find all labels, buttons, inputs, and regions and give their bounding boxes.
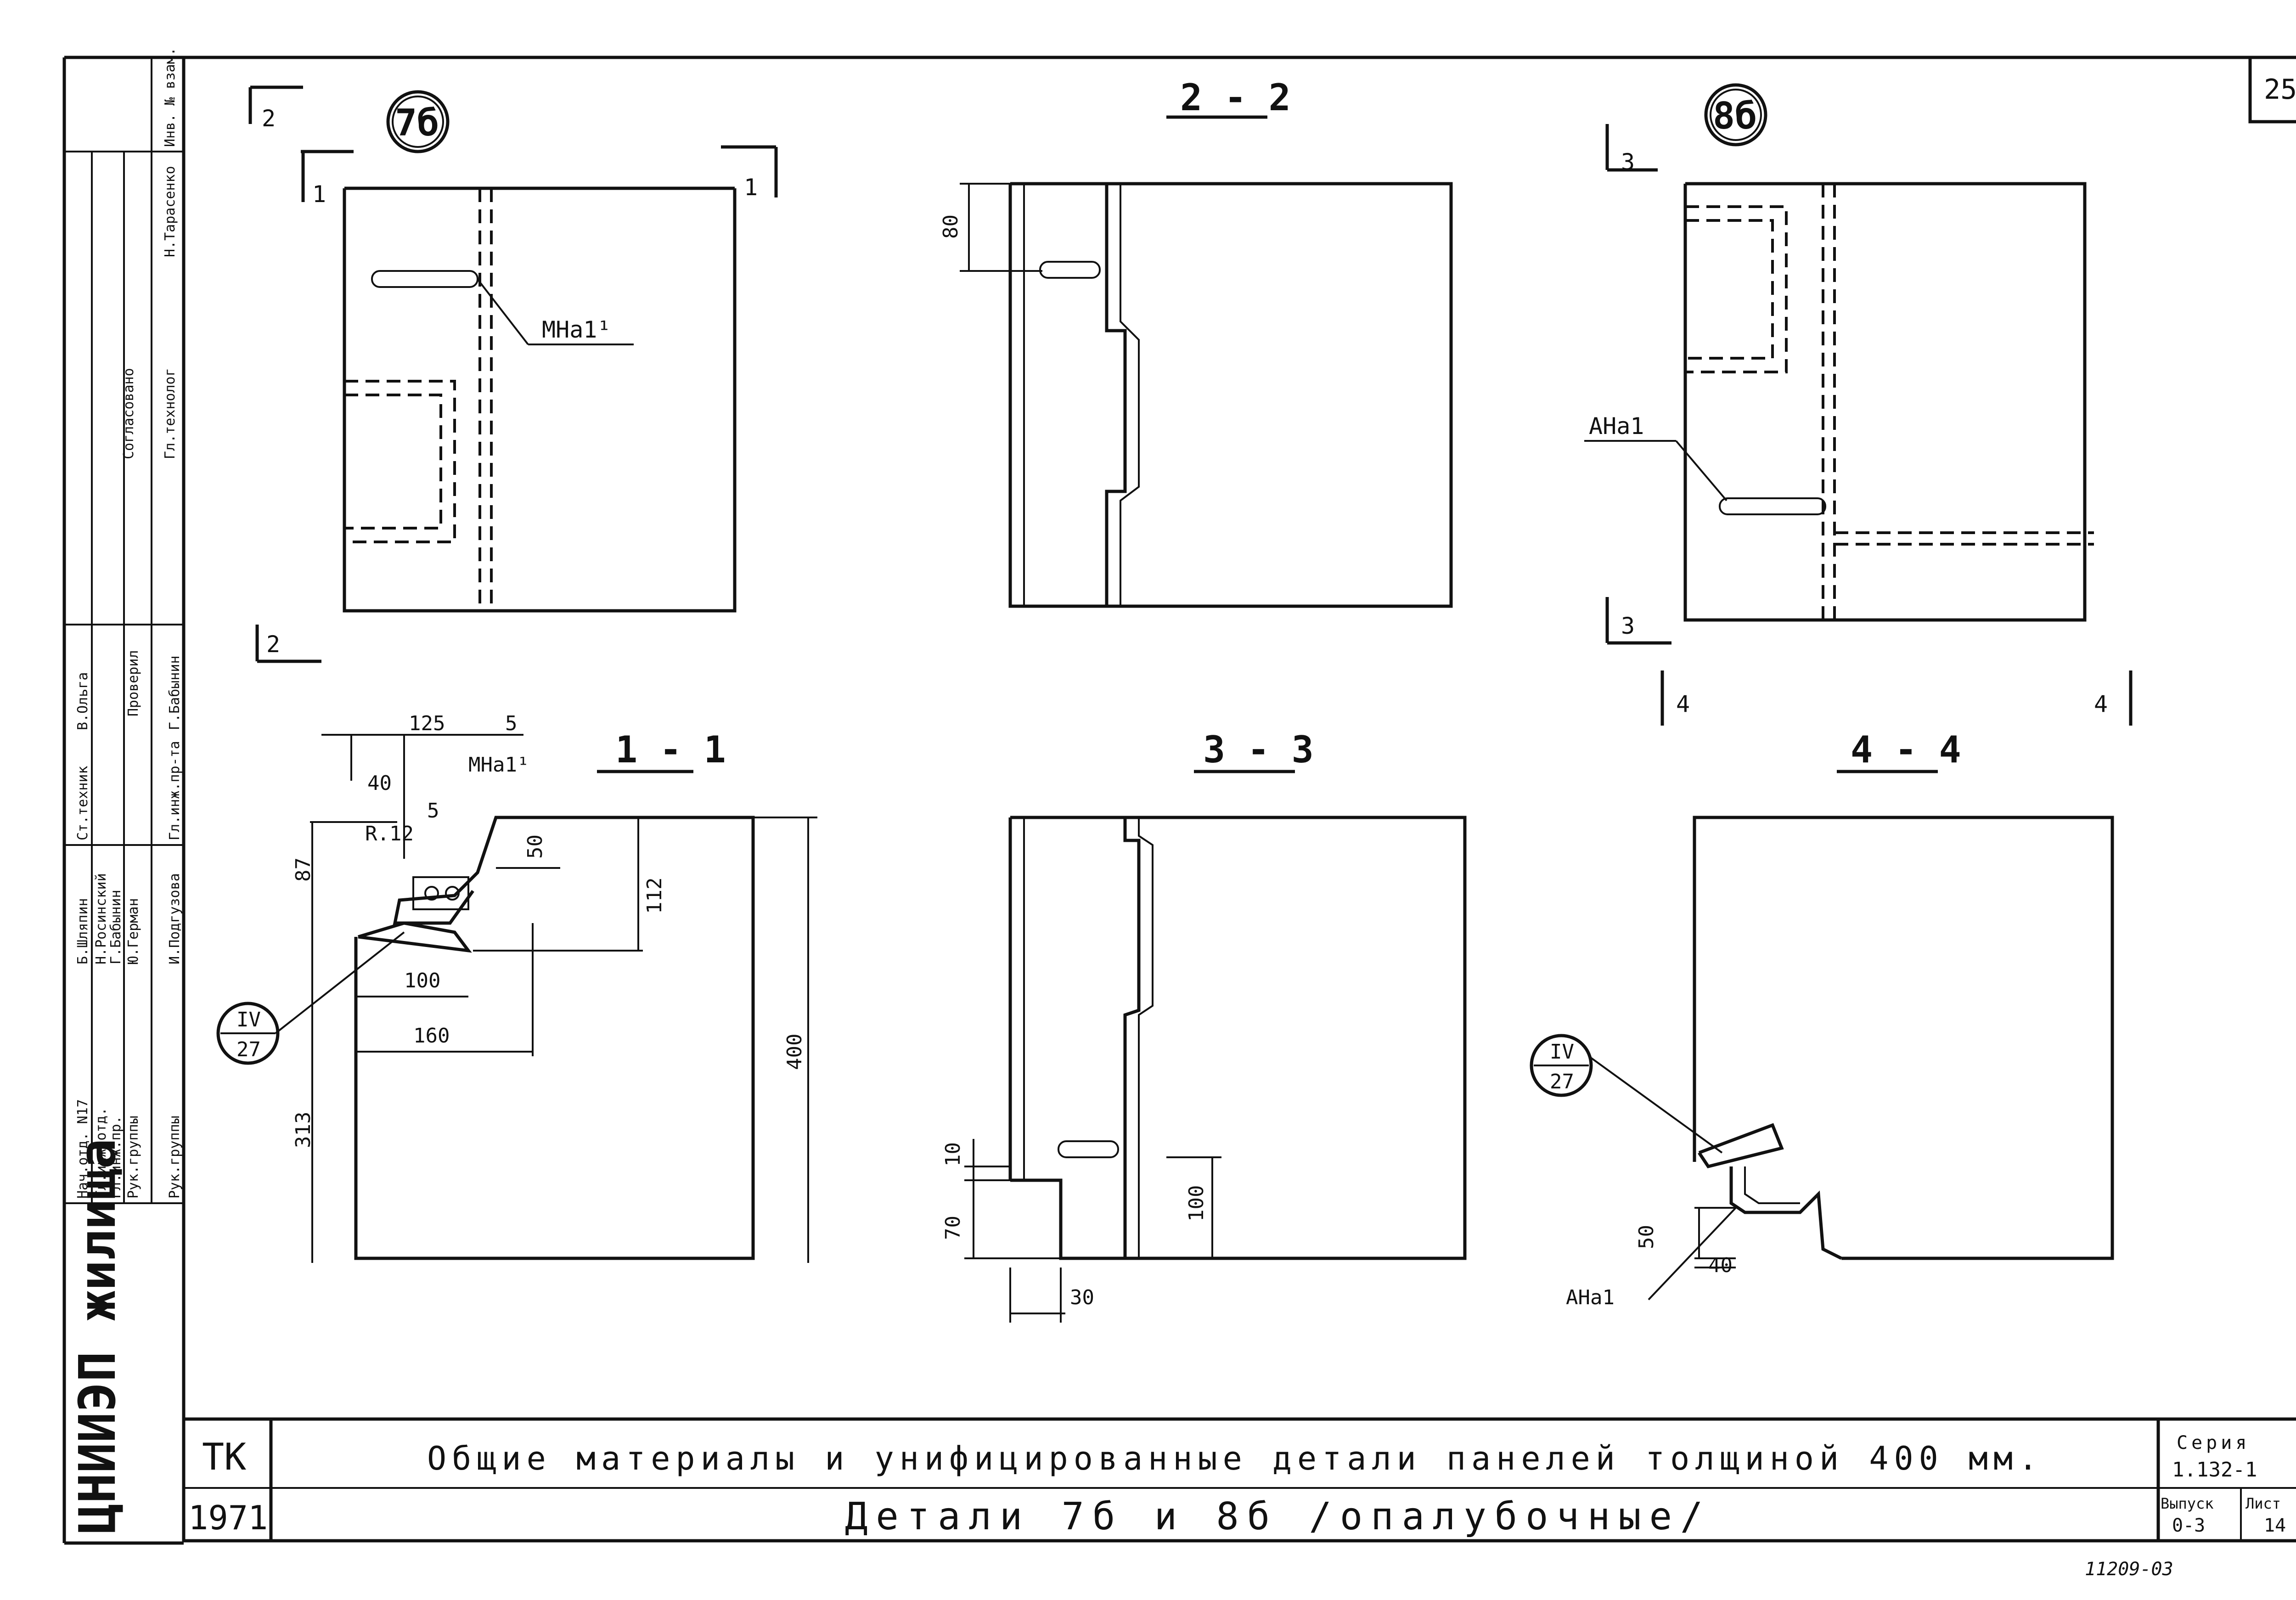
mark-mna-7b: МНа1¹ [542, 316, 611, 343]
dim-5a: 5 [505, 712, 518, 735]
detail-7b-elevation: МНа1¹ [343, 186, 737, 613]
mark-mna-11: МНа1¹ [468, 753, 529, 777]
section-2-2-drawing: 80 [939, 182, 1453, 608]
bottom-note: 11209-03 [2085, 1559, 2173, 1580]
ref-circle-44 [1530, 1034, 1593, 1097]
stamp-inv-label: Инв. № взам. [162, 47, 178, 147]
section-3-3-drawing: 10 70 30 100 [941, 816, 1467, 1323]
stamp-role-2: Гл.инж.отд. [93, 1107, 109, 1199]
dim-50b: 50 [1635, 1225, 1658, 1249]
cut-mark-2-bottom: 2 [266, 631, 280, 658]
cut-mark-1-left: 1 [312, 181, 326, 208]
dim-50: 50 [523, 834, 547, 859]
stamp-role-5: Рук.группы [167, 1115, 183, 1199]
stamp-checked-name-1: В.Ольга [75, 672, 91, 730]
dim-70: 70 [941, 1216, 965, 1240]
stamp-name-1: Б.Шляпин [75, 898, 91, 965]
series-label: Серия [2177, 1432, 2250, 1454]
cut-mark-4-left: 4 [1676, 691, 1690, 717]
sheet-code: ТК [202, 1436, 246, 1478]
detail-7b-label: 7б [395, 101, 439, 144]
stamp-name-2: Н.Росинский [93, 873, 109, 964]
stamp-checked-role-2: Гл.инж.пр-та [167, 741, 183, 840]
stamp-role-3: Гл.инж.пр. [108, 1115, 124, 1199]
cut-mark-3-bottom: 3 [1621, 613, 1635, 639]
stamp-role-4: Рук.группы [125, 1115, 141, 1199]
dim-5b: 5 [427, 799, 439, 823]
dim-125: 125 [409, 712, 445, 735]
series-value: 1.132-1 [2172, 1458, 2257, 1482]
sheet-title-sub: Детали 7б и 8б /опалубочные/ [845, 1495, 1711, 1538]
dim-40b: 40 [1708, 1254, 1733, 1277]
dim-30: 30 [1070, 1286, 1094, 1309]
section-1-1-drawing: 125 5 40 МНа1¹ 5 R.12 87 313 50 112 100 … [292, 712, 817, 1263]
issue-label: Выпуск [2161, 1495, 2214, 1512]
mark-ana-44: АНа1 [1566, 1286, 1615, 1309]
stamp-agreed-label: Согласовано [121, 368, 137, 459]
section-3-3-title: 3 - 3 [1203, 728, 1314, 771]
cut-mark-4-right: 4 [2094, 691, 2108, 717]
sheet-label: Лист [2245, 1495, 2281, 1512]
section-4-4-title: 4 - 4 [1851, 728, 1961, 771]
section-1-1-title: 1 - 1 [615, 728, 726, 771]
ref-11-bottom: 27 [236, 1038, 261, 1061]
dim-40: 40 [367, 772, 392, 795]
sheet-frame [182, 56, 2296, 1543]
section-2-2-title: 2 - 2 [1180, 76, 1291, 119]
detail-8b-elevation: АНа1 [1584, 182, 2094, 622]
stamp-checked-role-1: Ст.техник [75, 766, 91, 840]
stamp-names: Б.Шляпин Н.Росинский Г.Бабынин Ю.Герман … [75, 873, 183, 964]
sheet-title-main: Общие материалы и унифицированные детали… [427, 1440, 2043, 1477]
page-number-box [2248, 56, 2296, 124]
stamp-agreed-role-1: Гл.технолог [162, 368, 178, 459]
dim-87: 87 [292, 857, 315, 882]
cut-mark-3-top: 3 [1621, 149, 1635, 175]
dim-160: 160 [413, 1024, 450, 1048]
stamp-role-1: Нач.отд. N17 [75, 1099, 91, 1199]
detail-8b-circle [1704, 83, 1767, 146]
page-number: 25 [2264, 73, 2296, 106]
sheet-year: 1971 [188, 1499, 268, 1537]
dim-10: 10 [941, 1142, 965, 1166]
cut-mark-1-right: 1 [744, 174, 758, 201]
section-4-4-drawing: 50 40 АНа1 [1566, 816, 2114, 1309]
stamp-checked-label: Проверил [125, 650, 141, 717]
issue-value: 0-3 [2172, 1515, 2205, 1536]
stamp-roles: Нач.отд. N17 Гл.инж.отд. Гл.инж.пр. Рук.… [75, 1099, 183, 1199]
org-logo: ЦНИИЭП жилища [68, 1138, 127, 1534]
ref-11-top: IV [236, 1008, 261, 1031]
mark-ana-8b: АНа1 [1589, 413, 1644, 439]
stamp-name-5: И.Подгузова [167, 873, 183, 964]
stamp-name-3: Г.Бабынин [108, 890, 124, 964]
stamp-checked-name-2: Г.Бабынин [167, 655, 183, 730]
detail-8b-label: 8б [1713, 95, 1757, 137]
ref-44-bottom: 27 [1550, 1070, 1574, 1093]
stamp-agreed-role-2: Н.Тарасенко [162, 166, 178, 257]
dim-80: 80 [939, 214, 962, 239]
ref-44-top: IV [1550, 1040, 1574, 1064]
sheet-value: 14 [2264, 1515, 2286, 1536]
dim-100: 100 [404, 969, 440, 992]
dim-r12: R.12 [365, 822, 414, 845]
stamp-name-4: Ю.Герман [125, 898, 141, 965]
dim-400: 400 [783, 1034, 806, 1070]
ref-circle-11 [216, 1002, 280, 1065]
dim-100b: 100 [1185, 1185, 1208, 1222]
cut-mark-2-top: 2 [262, 105, 276, 132]
dim-313: 313 [292, 1112, 315, 1148]
detail-7b-circle [386, 90, 450, 153]
dim-112: 112 [643, 878, 666, 914]
